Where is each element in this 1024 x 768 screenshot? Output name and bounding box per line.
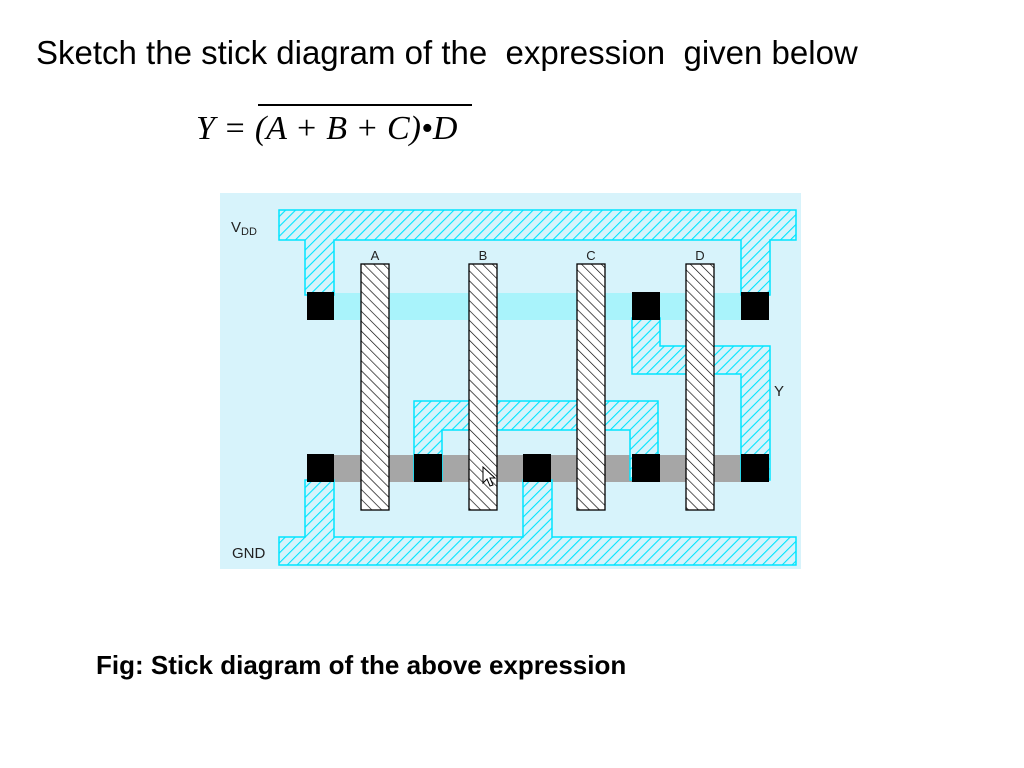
- input-label-b: B: [479, 248, 488, 263]
- poly-gate-c: [576, 263, 606, 511]
- expression-text: Y = (A + B + C)•D: [196, 110, 458, 147]
- gnd-label: GND: [232, 545, 266, 562]
- gnd-metal-rail: [278, 479, 797, 566]
- contact-vdd-left: [307, 292, 334, 320]
- output-y-label: Y: [774, 383, 784, 400]
- mouse-cursor-icon: [482, 465, 497, 487]
- contact-output: [741, 454, 769, 482]
- slide-title: Sketch the stick diagram of the expressi…: [36, 34, 858, 71]
- boolean-expression: Y = (A + B + C)•D: [196, 104, 486, 166]
- vdd-metal-rail: [278, 209, 797, 296]
- poly-gate-d: [685, 263, 715, 511]
- input-label-c: C: [586, 248, 595, 263]
- figure-caption: Fig: Stick diagram of the above expressi…: [96, 650, 627, 680]
- contact-gnd-left: [307, 454, 334, 482]
- contact-p-mid: [632, 292, 660, 320]
- poly-gate-a: [360, 263, 390, 511]
- input-label-a: A: [371, 248, 380, 263]
- vdd-label: VDD: [231, 219, 257, 238]
- input-label-d: D: [695, 248, 704, 263]
- contact-gnd-mid: [523, 454, 551, 482]
- contact-vdd-right: [741, 292, 769, 320]
- contact-n-2: [632, 454, 660, 482]
- output-metal-y: [631, 317, 771, 481]
- complement-bar: [258, 104, 472, 106]
- contact-n-1: [414, 454, 442, 482]
